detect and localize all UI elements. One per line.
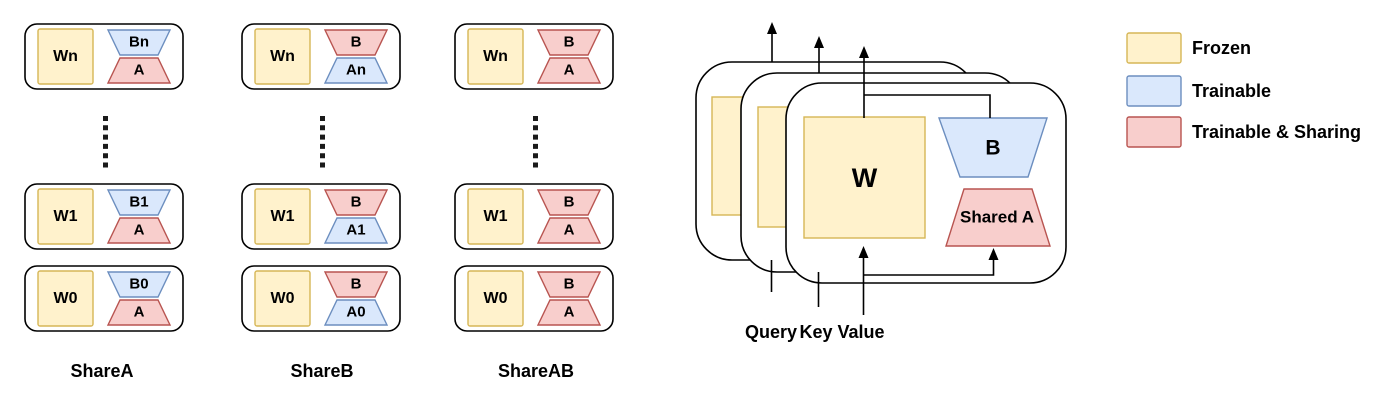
- legend-label-sharing: Trainable & Sharing: [1192, 122, 1361, 142]
- frozen-weight-sliver-back: [711, 96, 744, 216]
- weight-label: W: [852, 163, 878, 193]
- frozen-weight-square: [467, 270, 524, 327]
- a-trapezoid: [536, 299, 602, 326]
- frozen-weight-square: [254, 270, 311, 327]
- a-trapezoid: [323, 217, 389, 244]
- a-trapezoid: [106, 217, 172, 244]
- column-share-a: Wn Bn A W1 B1 A W0 B0 A ShareA: [24, 23, 184, 381]
- b-label: B: [351, 276, 362, 293]
- arrowhead-up: [814, 36, 824, 48]
- column-title: ShareA: [70, 361, 133, 381]
- lora-block: W1 B1 A: [24, 183, 184, 250]
- column-title: ShareAB: [498, 361, 574, 381]
- legend-label-trainable: Trainable: [1192, 81, 1271, 101]
- a-trapezoid: [323, 57, 389, 84]
- input-to-shared-a-connector: [863, 260, 995, 276]
- frozen-weight-square: [254, 188, 311, 245]
- legend-swatch-trainable: [1126, 75, 1182, 107]
- a-label: A: [564, 222, 575, 239]
- b-trapezoid: [536, 189, 602, 216]
- arrowhead-up: [858, 246, 869, 258]
- frozen-weight-square: [37, 188, 94, 245]
- b-label: B: [985, 137, 1000, 160]
- frozen-weight-square: [803, 116, 926, 239]
- lora-block: W1 B A: [454, 183, 614, 250]
- b-trapezoid: [323, 189, 389, 216]
- b-label: B1: [129, 194, 148, 211]
- shared-a-label: Shared A: [960, 208, 1034, 227]
- lora-block: Wn Bn A: [24, 23, 184, 90]
- b-label: B: [564, 276, 575, 293]
- a-label: A: [564, 304, 575, 321]
- a-label: A: [134, 62, 145, 79]
- lora-block: W0 B A0: [241, 265, 401, 332]
- a-label: A: [134, 222, 145, 239]
- weight-label: Wn: [483, 48, 508, 65]
- b-trapezoid: [323, 271, 389, 298]
- input-label-query: Query: [745, 322, 797, 342]
- b-trapezoid: [536, 271, 602, 298]
- legend-swatch-frozen: [1126, 32, 1182, 64]
- b-trapezoid: [323, 29, 389, 56]
- weight-label: W0: [271, 290, 295, 307]
- b-label: Bn: [129, 34, 149, 51]
- frozen-weight-square: [254, 28, 311, 85]
- a-trapezoid: [536, 217, 602, 244]
- a-label: A: [564, 62, 575, 79]
- weight-label: W1: [271, 208, 295, 225]
- weight-label: Wn: [53, 48, 78, 65]
- input-label-value: Value: [837, 322, 884, 342]
- weight-label: W0: [484, 290, 508, 307]
- arrowhead-up: [859, 46, 869, 58]
- lora-block: W0 B A: [454, 265, 614, 332]
- column-share-ab: Wn B A W1 B A W0 B A ShareAB: [454, 23, 614, 381]
- lora-block: W1 B A1: [241, 183, 401, 250]
- legend: Frozen Trainable Trainable & Sharing: [1126, 32, 1361, 148]
- a-trapezoid: [106, 57, 172, 84]
- w-to-b-connector: [864, 94, 991, 118]
- a-label: A0: [346, 304, 365, 321]
- b-label: B: [351, 34, 362, 51]
- b-trapezoid: [106, 271, 172, 298]
- lora-block: Wn B A: [454, 23, 614, 90]
- a-label: An: [346, 62, 366, 79]
- b-trapezoid: [106, 189, 172, 216]
- input-label-key: Key: [799, 322, 832, 342]
- b-label: B: [564, 194, 575, 211]
- a-trapezoid: [536, 57, 602, 84]
- b-label: B: [564, 34, 575, 51]
- a-trapezoid: [323, 299, 389, 326]
- frozen-weight-square: [467, 28, 524, 85]
- arrowhead-up: [767, 22, 777, 34]
- weight-label: W0: [54, 290, 78, 307]
- a-label: A: [134, 304, 145, 321]
- frozen-weight-square: [37, 270, 94, 327]
- b-trapezoid: [938, 117, 1048, 178]
- attention-stack: W B Shared A Query Key Value: [695, 22, 1067, 342]
- b-trapezoid: [106, 29, 172, 56]
- column-title: ShareB: [290, 361, 353, 381]
- weight-label: W1: [484, 208, 508, 225]
- legend-swatch-sharing: [1126, 116, 1182, 148]
- shared-a-trapezoid: [945, 188, 1051, 247]
- frozen-weight-square: [467, 188, 524, 245]
- weight-label: Wn: [270, 48, 295, 65]
- legend-label-frozen: Frozen: [1192, 38, 1251, 58]
- a-label: A1: [346, 222, 365, 239]
- frozen-weight-sliver-middle: [757, 106, 790, 228]
- column-share-b: Wn B An W1 B A1 W0 B A0 ShareB: [241, 23, 401, 381]
- a-trapezoid: [106, 299, 172, 326]
- b-label: B: [351, 194, 362, 211]
- b-label: B0: [129, 276, 148, 293]
- b-trapezoid: [536, 29, 602, 56]
- weight-label: W1: [54, 208, 78, 225]
- frozen-weight-square: [37, 28, 94, 85]
- lora-block: W0 B0 A: [24, 265, 184, 332]
- arrowhead-up: [988, 248, 999, 260]
- lora-block: Wn B An: [241, 23, 401, 90]
